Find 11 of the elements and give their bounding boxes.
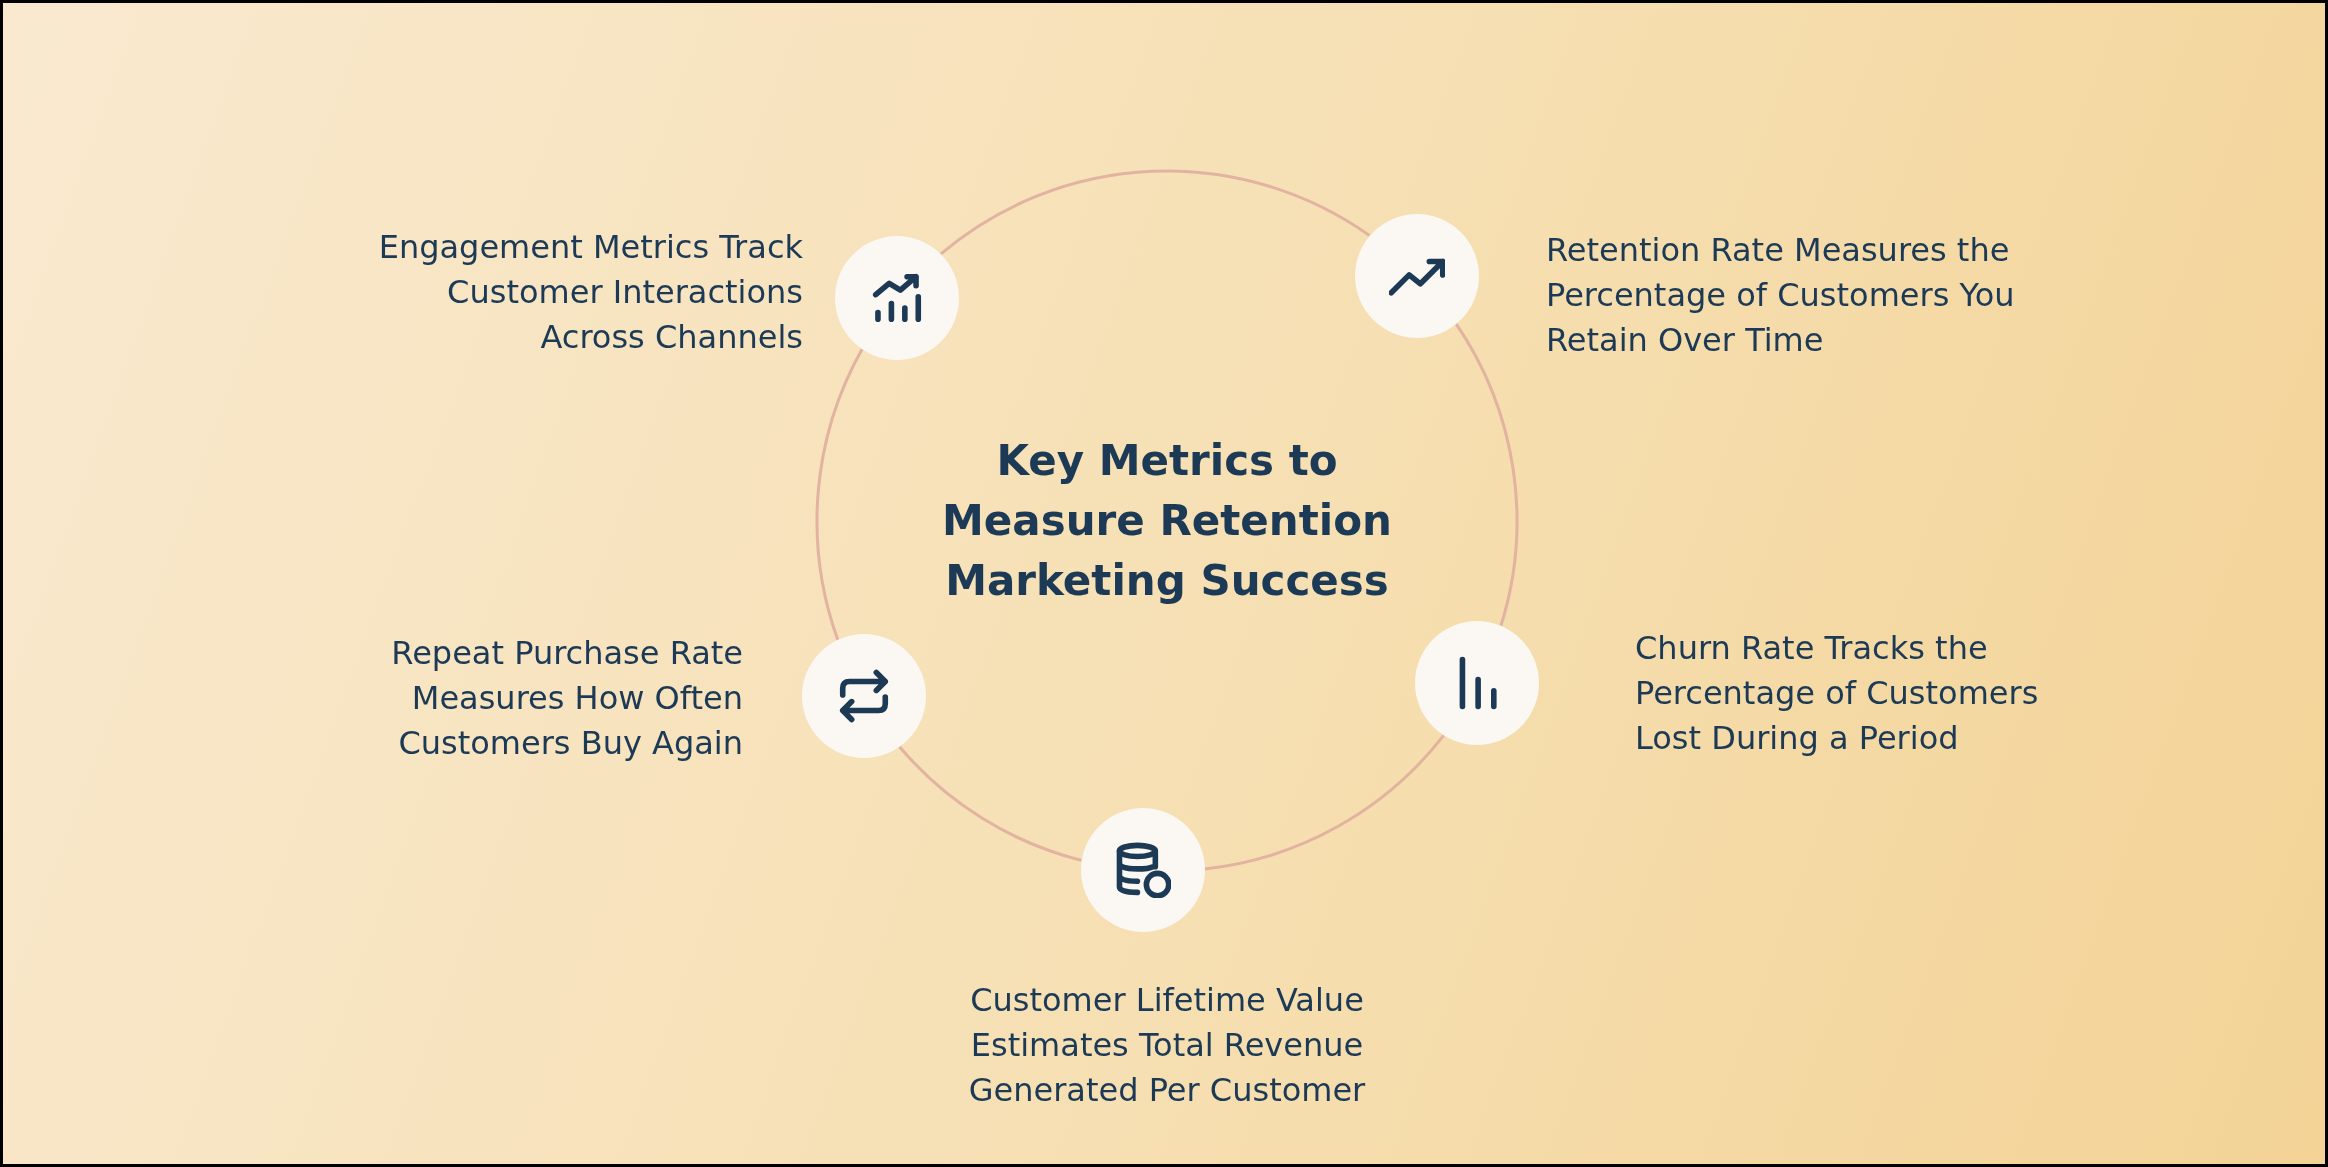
ring-arc: [815, 348, 864, 641]
metric-description: Repeat Purchase Rate Measures How Often Customers Buy Again: [390, 633, 743, 764]
metric-description: Customer Lifetime Value Estimates Total Revenue Generated Per Customer: [967, 980, 1367, 1111]
metric-description: Churn Rate Tracks the Percentage of Customers Lost During a Period: [1635, 628, 2040, 759]
center-title: Key Metrics to Measure Retention Marketing Success: [941, 435, 1393, 607]
ring-arc: [940, 169, 1371, 256]
metric-description: Engagement Metrics Track Customer Interactions Across Channels: [377, 227, 803, 358]
ring-arc: [1454, 322, 1519, 627]
ring-arc: [898, 745, 1082, 862]
ring-arc: [1204, 734, 1445, 871]
metric-description: Retention Rate Measures the Percentage of Customers You Retain Over Time: [1546, 230, 2016, 361]
